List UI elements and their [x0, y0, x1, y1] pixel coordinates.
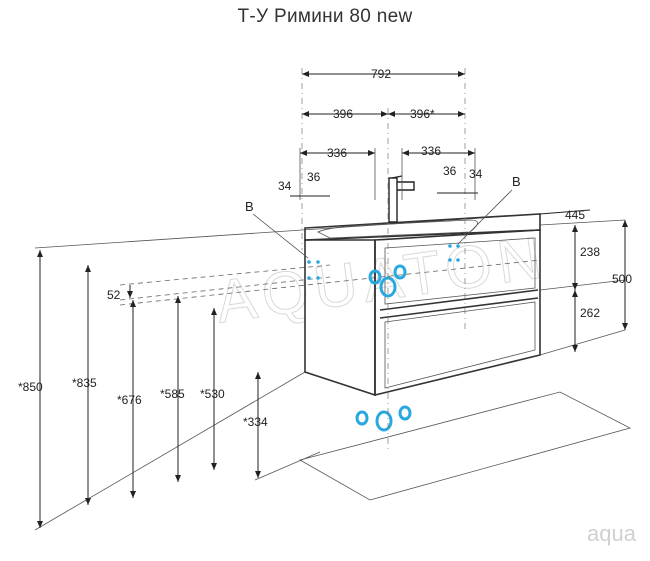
drawer-divider	[379, 297, 539, 319]
mount-point-icon	[307, 260, 311, 264]
dim-left-36: 36	[307, 170, 321, 184]
cabinet	[304, 175, 541, 397]
dim-total-height: 500	[612, 272, 632, 286]
water-inlet-icon	[393, 264, 407, 280]
dim-depth: 445	[565, 208, 585, 222]
mount-point-icon	[316, 260, 320, 264]
right-dimensions	[539, 209, 628, 352]
label-b-right: B	[512, 174, 521, 189]
label-b-left: B	[245, 199, 254, 214]
cabinet-front	[374, 229, 541, 397]
dim-overall-width: 792	[371, 67, 391, 81]
dim-half-left: 396	[333, 107, 353, 121]
brand-logo: aqua	[587, 521, 636, 546]
diagram-title: Т-У Римини 80 new	[237, 6, 413, 27]
mount-point-icon	[456, 244, 460, 248]
dim-850: *850	[18, 380, 43, 394]
mount-point-icon	[456, 258, 460, 262]
faucet-icon	[388, 175, 415, 223]
height-dimensions	[37, 250, 261, 528]
centerlines	[299, 68, 476, 450]
mount-point-icon	[316, 276, 320, 280]
dim-lower-height: 262	[580, 306, 600, 320]
water-inlet-icon	[368, 269, 382, 285]
dim-835: *835	[72, 376, 97, 390]
dim-inner-left: 336	[327, 146, 347, 160]
dim-676: *676	[117, 393, 142, 407]
dim-inner-right: 336	[421, 144, 441, 158]
water-inlet-icon	[355, 410, 369, 426]
dim-334: *334	[243, 415, 268, 429]
dim-right-34: 34	[469, 167, 483, 181]
dim-upper-height: 238	[580, 245, 600, 259]
dim-half-right: 396*	[410, 107, 435, 121]
top-dimensions	[290, 71, 478, 197]
mount-point-icon	[448, 244, 452, 248]
mount-point-icon	[307, 276, 311, 280]
dim-530: *530	[200, 387, 225, 401]
water-inlet-icon	[398, 405, 412, 421]
dim-585: *585	[160, 387, 185, 401]
mount-point-icon	[448, 258, 452, 262]
drain-outlet-icon	[375, 410, 393, 432]
upper-drawer	[384, 237, 536, 305]
dim-52: 52	[107, 288, 121, 302]
lower-drawer	[384, 301, 536, 389]
dim-left-34: 34	[278, 179, 292, 193]
dim-right-36: 36	[443, 164, 457, 178]
